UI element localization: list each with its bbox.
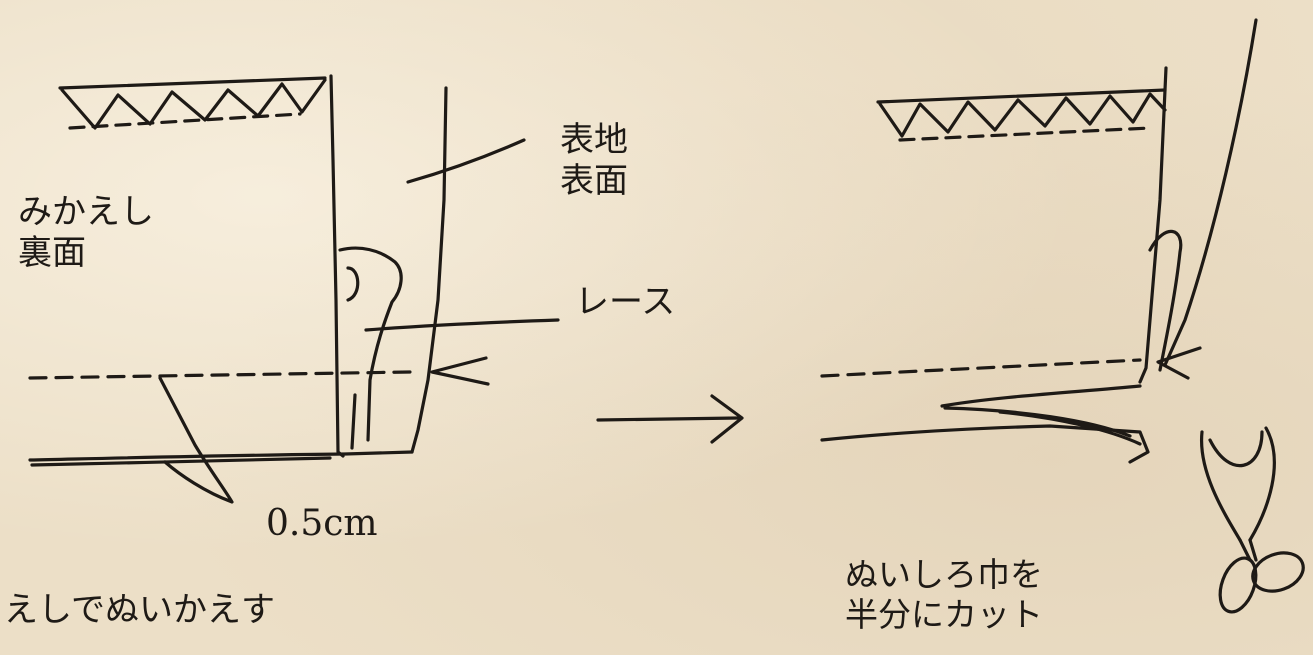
outer-fabric-leader: [406, 138, 526, 184]
stitch-line-2: [820, 358, 1142, 378]
zigzag-edge: [58, 76, 327, 130]
facing-right-edge: [329, 74, 345, 458]
facing-right-edge-2: [1138, 66, 1168, 384]
outer-fabric-label: 表地 表面: [560, 120, 628, 202]
zigzag-dash: [68, 112, 302, 130]
zigzag-dash-right: [898, 126, 1152, 142]
left-caption: えしでぬいかえす: [4, 590, 275, 630]
outer-fabric-edge: [410, 86, 448, 454]
bottom-seam: [28, 450, 414, 462]
lace-shape-2: [1148, 229, 1183, 372]
outer-fabric-label-line-1: 表地: [560, 120, 628, 160]
lace-shape: [338, 246, 403, 442]
lace-leader: [364, 318, 560, 332]
right-sketch: [820, 18, 1305, 614]
right-caption-line-1: ぬいしろ巾を: [845, 555, 1043, 594]
facing-label-line-2: 裏面: [18, 232, 86, 273]
zigzag-edge-right: [876, 88, 1167, 138]
stitch-arrow: [430, 356, 490, 386]
facing-label-line-1: みかえし: [18, 192, 154, 232]
trimmed-seam-lower: [820, 424, 1150, 464]
scissors-icon: [1199, 426, 1305, 614]
bottom-seam-lower: [30, 456, 332, 467]
lace-label: レース: [575, 282, 676, 322]
trimmed-seam-upper: [940, 384, 1142, 408]
left-sketch: [28, 74, 560, 504]
lace-inner: [350, 393, 357, 450]
stitch-line: [28, 370, 412, 380]
outer-fabric-edge-2: [1163, 18, 1258, 367]
facing-back-label: みかえし 裏面: [18, 192, 154, 274]
lace-loop: [346, 266, 360, 302]
right-caption: ぬいしろ巾を 半分にカット: [845, 555, 1043, 634]
arrow-icon: [596, 394, 744, 444]
stitch-arrow-2: [1156, 346, 1202, 380]
folded-allowance: [943, 406, 1142, 446]
right-caption-line-2: 半分にカット: [845, 594, 1043, 634]
outer-fabric-label-line-2: 表面: [560, 160, 628, 201]
measure-label: 0.5cm: [266, 503, 378, 544]
measure-leader: [158, 376, 234, 504]
